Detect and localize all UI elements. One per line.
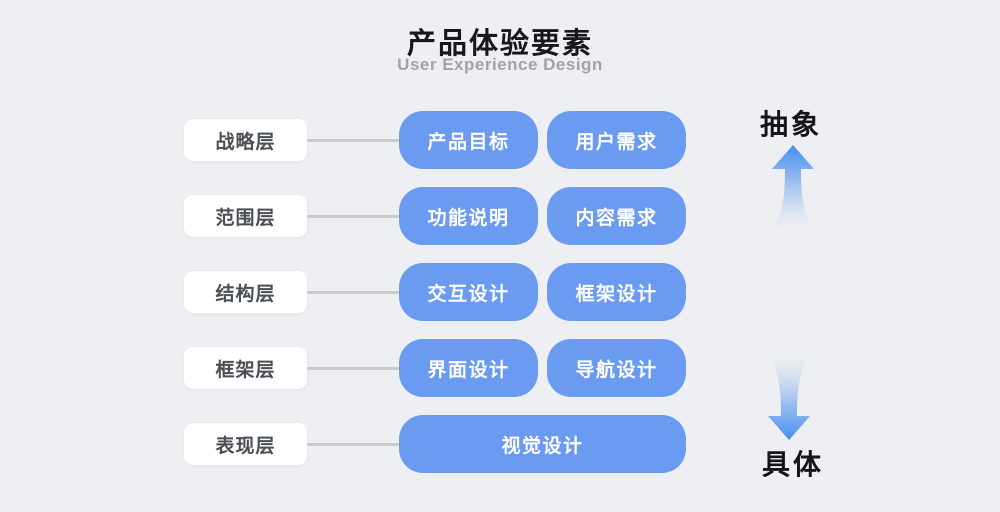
node-functional-spec: 功能说明	[399, 187, 538, 245]
axis-label-concrete: 具体	[762, 449, 825, 480]
layer-label-strategy: 战略层	[184, 119, 307, 161]
connector-line	[307, 138, 399, 142]
node-group: 功能说明 内容需求	[399, 187, 686, 245]
layer-label-surface: 表现层	[184, 423, 307, 465]
node-interface-design: 界面设计	[399, 339, 538, 397]
connector-line	[307, 214, 399, 218]
node-content-requirements: 内容需求	[547, 187, 686, 245]
layer-row-surface: 表现层 视觉设计	[184, 415, 686, 473]
node-group: 交互设计 框架设计	[399, 263, 686, 321]
connector-line	[307, 366, 399, 370]
layers-diagram: 战略层 产品目标 用户需求 范围层 功能说明 内容需求 结构层 交互设计 框架设…	[184, 111, 686, 473]
node-product-goal: 产品目标	[399, 111, 538, 169]
node-interaction-design: 交互设计	[399, 263, 538, 321]
page-title: 产品体验要素	[406, 28, 593, 60]
layer-label-structure: 结构层	[184, 271, 307, 313]
node-group: 界面设计 导航设计	[399, 339, 686, 397]
connector-line	[307, 290, 399, 294]
node-group: 视觉设计	[399, 415, 686, 473]
page-subtitle: User Experience Design	[397, 55, 603, 74]
arrow-down-icon	[768, 356, 810, 440]
layer-row-skeleton: 框架层 界面设计 导航设计	[184, 339, 686, 397]
node-framework-design: 框架设计	[547, 263, 686, 321]
arrow-up-icon	[772, 145, 814, 229]
axis-label-abstract: 抽象	[760, 109, 823, 140]
layer-row-scope: 范围层 功能说明 内容需求	[184, 187, 686, 245]
layer-row-strategy: 战略层 产品目标 用户需求	[184, 111, 686, 169]
layer-label-skeleton: 框架层	[184, 347, 307, 389]
connector-line	[307, 442, 399, 446]
node-user-needs: 用户需求	[547, 111, 686, 169]
node-group: 产品目标 用户需求	[399, 111, 686, 169]
node-visual-design: 视觉设计	[399, 415, 686, 473]
node-navigation-design: 导航设计	[547, 339, 686, 397]
layer-row-structure: 结构层 交互设计 框架设计	[184, 263, 686, 321]
layer-label-scope: 范围层	[184, 195, 307, 237]
